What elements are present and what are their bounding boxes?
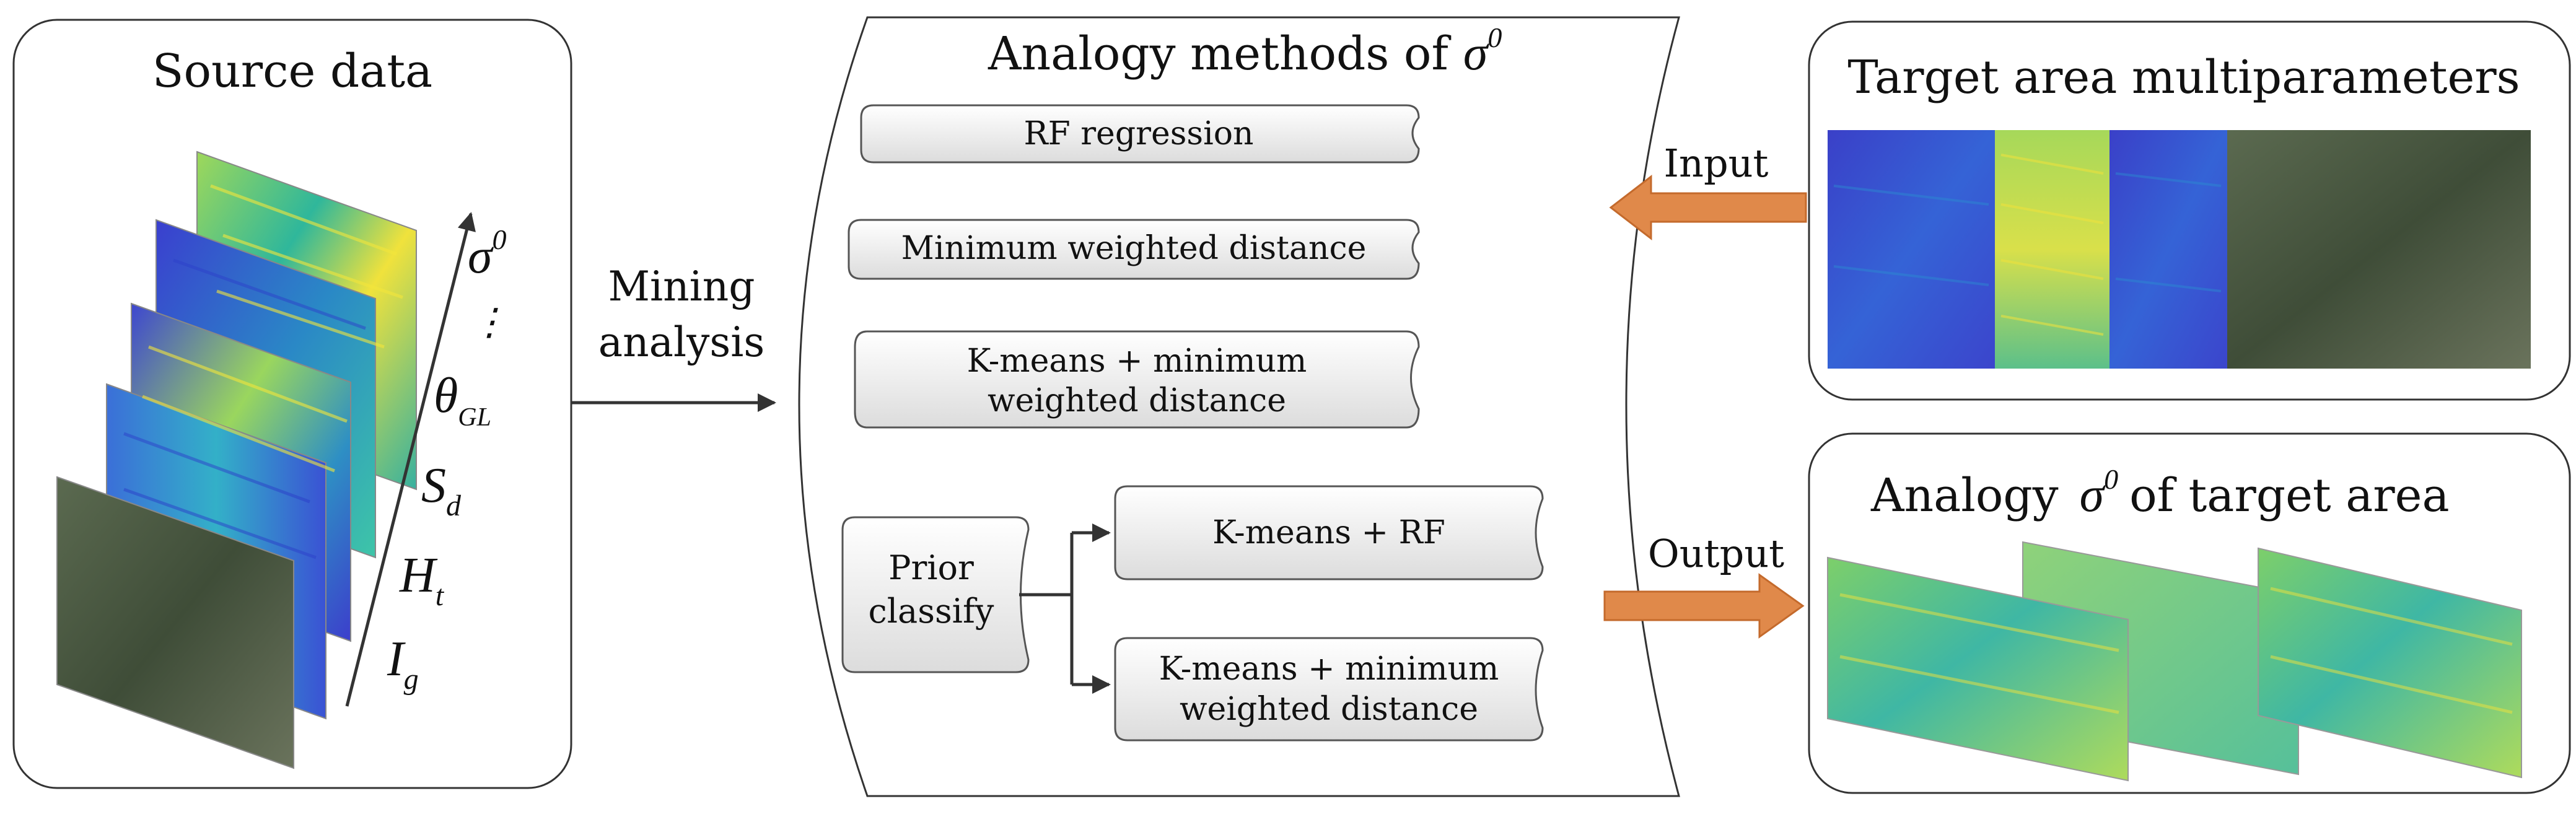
method-kmeans-mwd-label-line2: weighted distance xyxy=(988,382,1286,419)
method-rf-regression: RF regression xyxy=(860,104,1420,164)
method-rf-regression-label: RF regression xyxy=(1023,115,1253,152)
method-kmeans-mwd-label-line1: K-means + minimum xyxy=(967,343,1307,380)
branch-kmeans-rf: K-means + RF xyxy=(1114,485,1544,580)
branch-kmeans-mwd-label-line1: K-means + minimum xyxy=(1159,650,1499,688)
target-area-title: Target area multiparameters xyxy=(1847,51,2520,104)
branch-kmeans-minimum-weighted-distance: K-means + minimum weighted distance xyxy=(1114,637,1544,742)
target-image-blue-2 xyxy=(2109,130,2227,369)
source-data-title: Source data xyxy=(152,45,432,98)
mining-label-line1: Mining xyxy=(608,263,755,310)
output-arrow xyxy=(1603,573,1805,639)
param-label-sigma0: σ0 xyxy=(468,224,506,284)
branch-kmeans-rf-label: K-means + RF xyxy=(1212,514,1445,551)
param-label-ig: Ig xyxy=(387,632,419,696)
result-image-3 xyxy=(2258,547,2522,779)
method-minimum-weighted-distance-label: Minimum weighted distance xyxy=(901,230,1367,267)
target-image-blue-1 xyxy=(1828,130,1995,369)
prior-classify-label-line1: Prior xyxy=(888,548,974,587)
mining-label-line2: analysis xyxy=(598,318,764,366)
prior-classify-label-line2: classify xyxy=(869,592,994,631)
target-image-yellow xyxy=(1995,130,2109,369)
target-area-images xyxy=(1828,130,2531,369)
analogy-result-images xyxy=(1827,541,2522,782)
method-kmeans-minimum-weighted-distance: K-means + minimum weighted distance xyxy=(854,330,1420,429)
prior-branch-connectors xyxy=(1019,523,1111,694)
parameter-labels: Ig Ht Sd θGL ⋮ σ0 xyxy=(387,224,508,696)
param-label-sd: Sd xyxy=(421,458,462,522)
input-label: Input xyxy=(1664,141,1769,186)
input-arrow xyxy=(1609,174,1807,241)
param-label-ellipsis: ⋮ xyxy=(471,302,508,343)
branch-kmeans-mwd-label-line2: weighted distance xyxy=(1180,691,1478,728)
result-image-1 xyxy=(1827,556,2129,782)
parameter-axis-arrow xyxy=(345,212,476,707)
param-label-theta-gl: θGL xyxy=(434,369,491,432)
layer-ig-aerial-image xyxy=(56,476,294,769)
param-label-ht: Ht xyxy=(399,548,445,612)
target-image-aerial xyxy=(2227,130,2531,369)
method-minimum-weighted-distance: Minimum weighted distance xyxy=(848,219,1420,280)
prior-classify-box: Prior classify xyxy=(841,516,1030,673)
source-layer-stack xyxy=(56,151,417,769)
output-label: Output xyxy=(1648,531,1784,576)
